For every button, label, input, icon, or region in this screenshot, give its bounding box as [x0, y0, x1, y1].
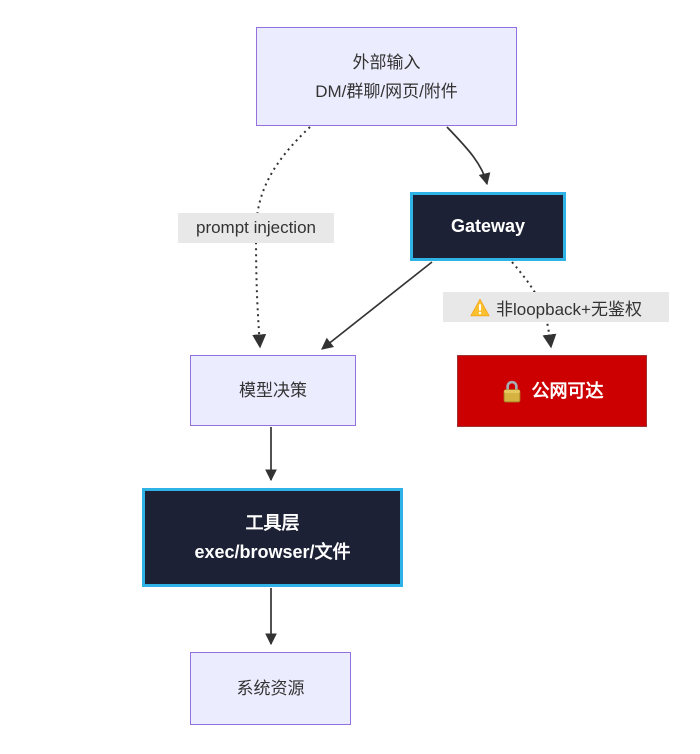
prompt-injection-text: prompt injection — [195, 218, 316, 237]
node-system-resources-label: 系统资源 — [236, 679, 305, 698]
node-gateway-label: Gateway — [450, 216, 526, 236]
edge-label-gateway-risk: 非loopback+无鉴权 — [443, 292, 669, 322]
node-external-input: 外部输入 DM/群聊/网页/附件 — [256, 27, 517, 126]
node-system-resources: 系统资源 — [190, 652, 351, 725]
edge-label-prompt-injection: prompt injection — [178, 213, 334, 243]
node-public-reachable-label: 公网可达 — [531, 380, 604, 401]
node-model-decision-label: 模型决策 — [239, 381, 307, 400]
node-gateway: Gateway — [410, 192, 566, 261]
node-model-decision: 模型决策 — [190, 355, 356, 426]
gateway-risk-text: 非loopback+无鉴权 — [496, 299, 642, 319]
edge-gateway-to-model — [321, 261, 433, 350]
node-external-input-line2: DM/群聊/网页/附件 — [315, 81, 458, 101]
node-external-input-line1: 外部输入 — [352, 52, 421, 72]
node-tool-layer-line1: 工具层 — [245, 512, 300, 533]
edge-external-to-gateway — [446, 126, 491, 186]
node-tool-layer-line2: exec/browser/文件 — [194, 541, 351, 562]
node-public-reachable: 公网可达 — [457, 355, 647, 427]
warning-icon — [470, 298, 490, 317]
node-tool-layer: 工具层 exec/browser/文件 — [142, 488, 403, 587]
lock-icon — [501, 379, 523, 403]
